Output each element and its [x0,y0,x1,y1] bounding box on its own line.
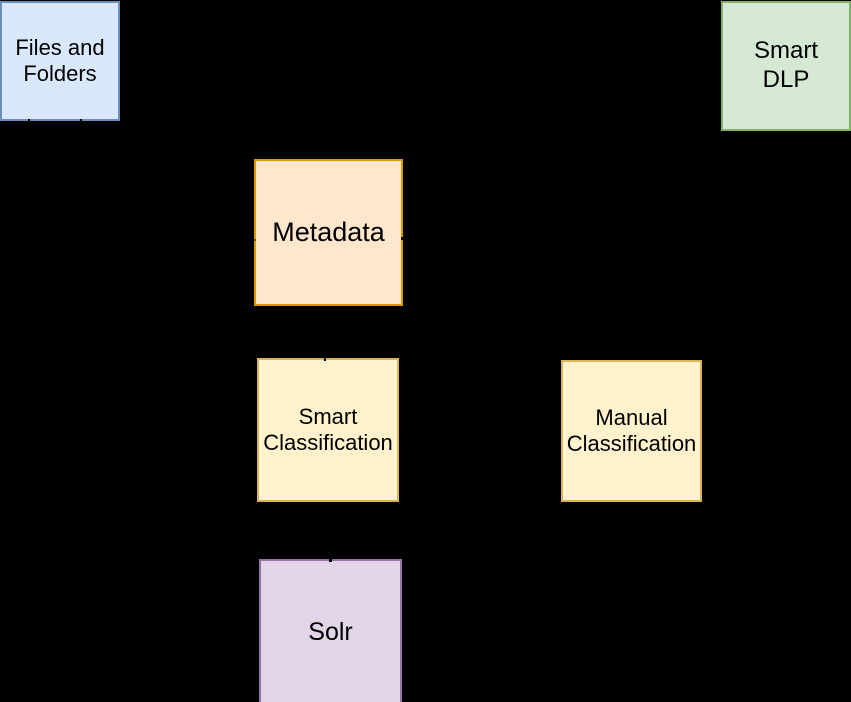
node-metadata: Metadata [254,159,403,306]
node-files-and-folders-label: Files and Folders [15,34,105,86]
node-smart-classification: Smart Classification [257,358,399,502]
connector-stub-files-folders-bottom-right [80,119,82,124]
node-smart-dlp: Smart DLP [721,1,851,131]
node-metadata-label: Metadata [272,217,385,248]
node-files-and-folders: Files and Folders [0,1,120,121]
node-solr: Solr [259,559,402,702]
connector-stub-metadata-right [401,237,407,240]
connector-arrowhead-into-metadata-icon [247,235,256,245]
connector-stub-solr-top [329,556,332,562]
node-smart-dlp-label: Smart DLP [753,37,818,93]
connector-stub-files-folders-bottom-left [28,119,30,124]
node-smart-classification-label: Smart Classification [263,403,393,455]
node-manual-classification: Manual Classification [561,360,702,502]
connector-stub-smart-classification-top [324,356,326,361]
node-solr-label: Solr [308,617,353,646]
node-manual-classification-label: Manual Classification [566,404,697,456]
